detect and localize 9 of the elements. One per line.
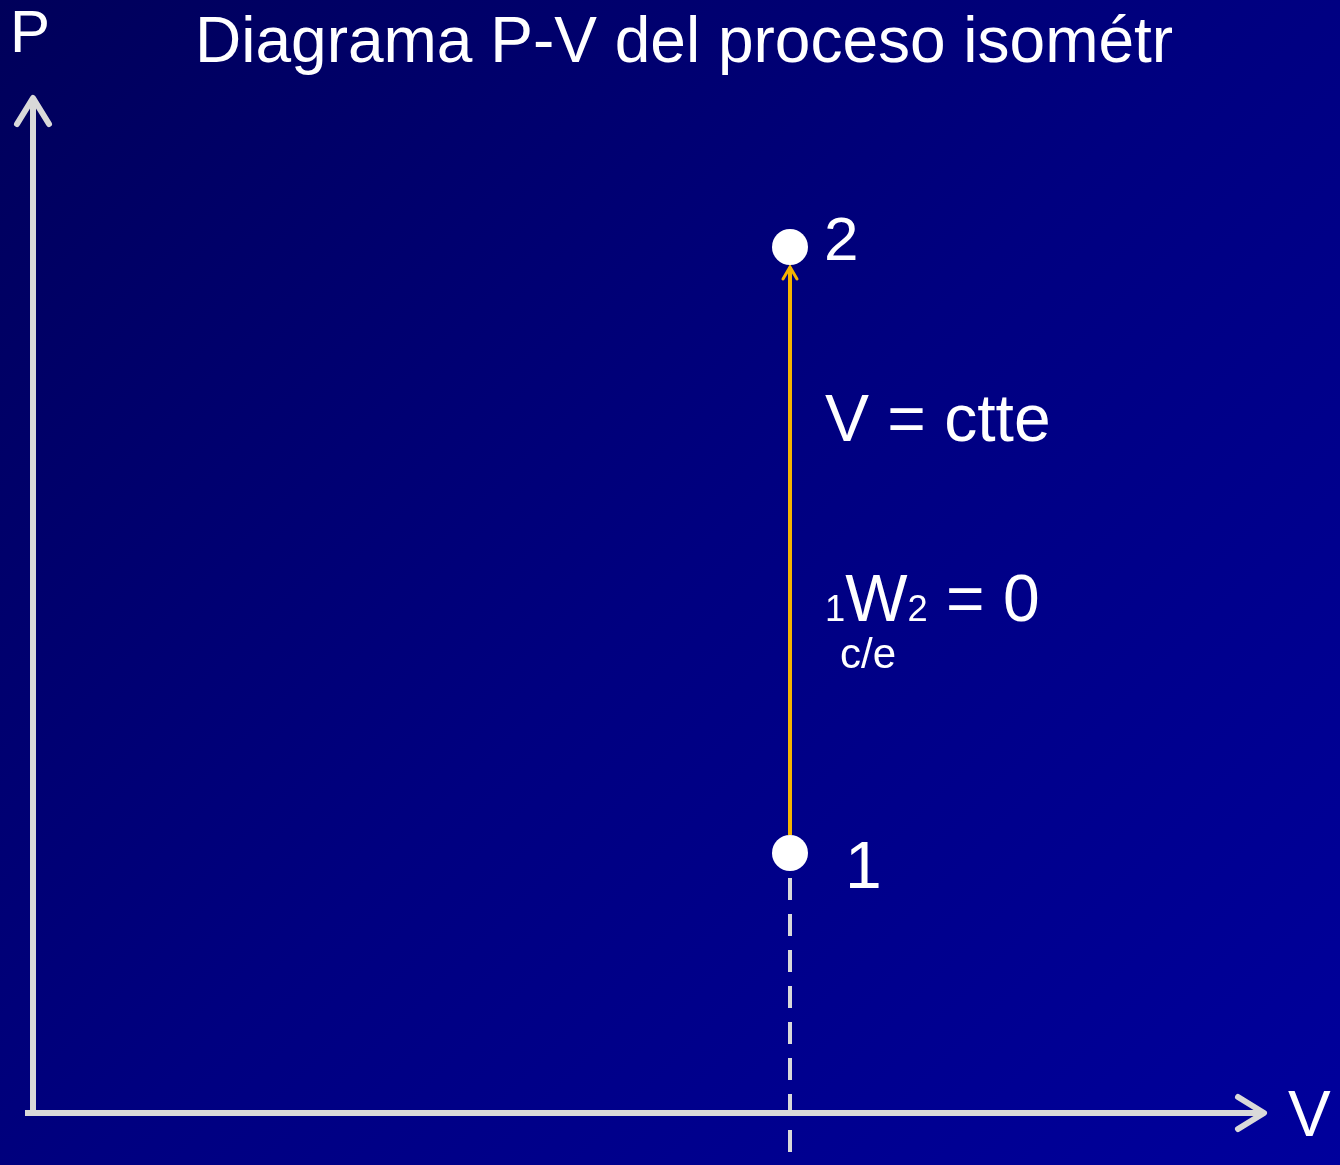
process-condition: V = ctte — [825, 385, 1051, 451]
state-number: 1 — [845, 832, 882, 898]
axis-label: P — [10, 2, 51, 62]
process-arrow — [781, 265, 799, 835]
state-point — [772, 835, 808, 871]
state-number: 2 — [824, 208, 859, 270]
axis-label: V — [1288, 1082, 1331, 1146]
state-point — [772, 229, 808, 265]
work-subscript: c/e — [840, 633, 897, 675]
